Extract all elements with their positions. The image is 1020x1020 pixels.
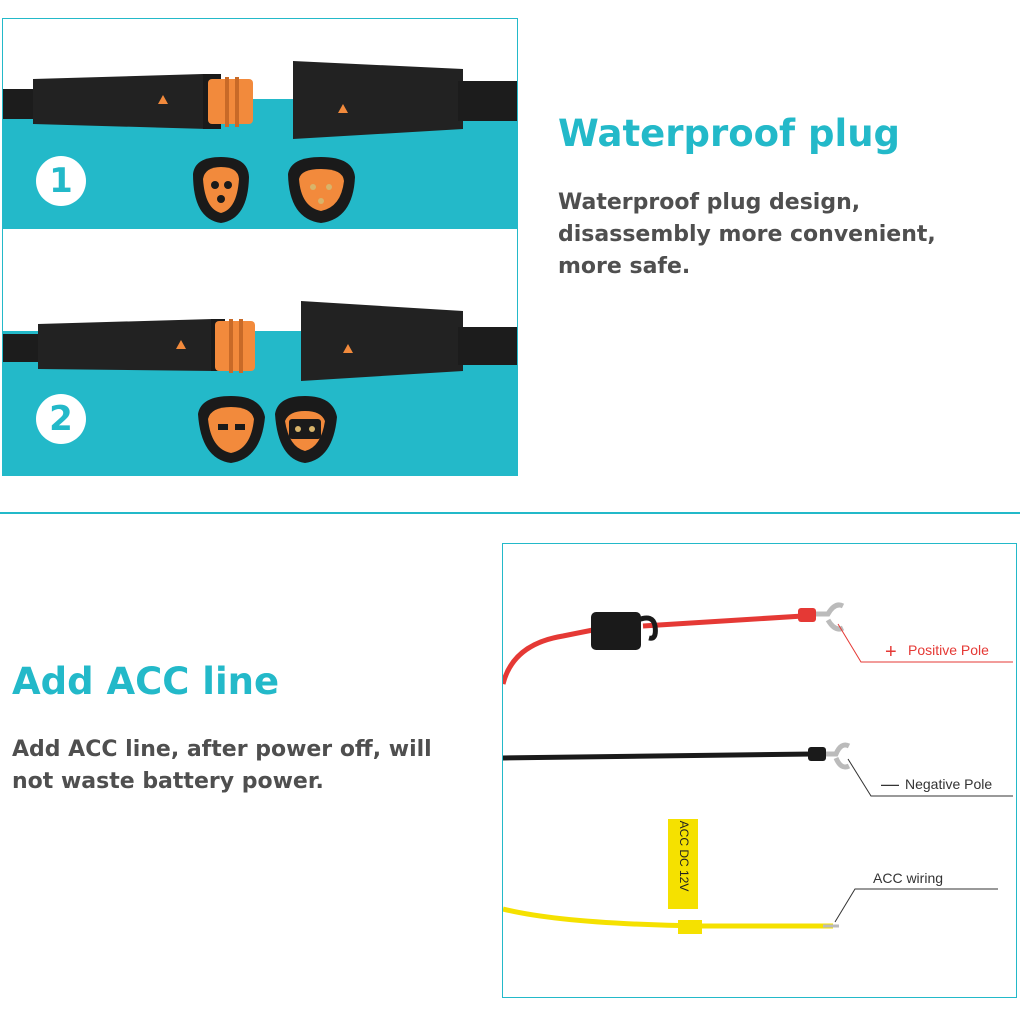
acc-title: Add ACC line <box>12 660 280 703</box>
positive-pole-label: Positive Pole <box>908 642 989 658</box>
waterproof-title: Waterproof plug <box>558 112 901 155</box>
wiring-diagram <box>503 602 1013 934</box>
step-badge-1: 1 <box>36 156 86 206</box>
negative-pole-label: Negative Pole <box>905 776 993 792</box>
section-divider <box>0 512 1020 514</box>
acc-tag-text: ACC DC 12V <box>677 820 691 892</box>
plus-icon: + <box>885 641 897 663</box>
connector-illustration <box>3 61 517 463</box>
step-badge-2: 2 <box>36 394 86 444</box>
waterproof-description: Waterproof plug design, disassembly more… <box>558 190 936 279</box>
fuse-holder <box>591 612 641 650</box>
acc-description: Add ACC line, after power off, will not … <box>12 737 432 794</box>
acc-wiring-label: ACC wiring <box>873 870 944 886</box>
acc-wiring-image: + Positive Pole — Negative Pole ACC wiri… <box>502 543 1017 998</box>
acc-tag <box>668 819 698 909</box>
waterproof-plug-image: 1 2 <box>2 18 518 476</box>
minus-icon: — <box>881 774 899 794</box>
